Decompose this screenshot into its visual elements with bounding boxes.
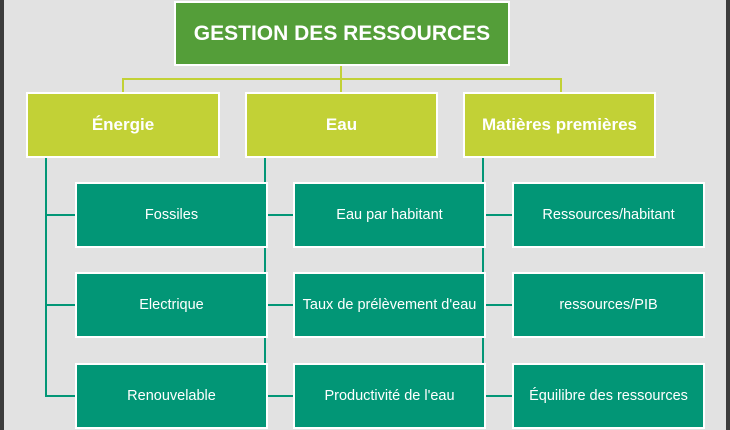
leaf-taux-prelevement-eau: Taux de prélèvement d'eau xyxy=(293,272,486,338)
right-window-edge xyxy=(726,0,730,430)
category-matieres-premieres: Matières premières xyxy=(463,92,656,158)
left-window-edge xyxy=(0,0,4,430)
leaf-ressources-pib: ressources/PIB xyxy=(512,272,705,338)
connector-matieres-item1 xyxy=(482,214,514,216)
leaf-ressources-habitant: Ressources/habitant xyxy=(512,182,705,248)
connector-matieres-item3 xyxy=(482,395,514,397)
category-eau: Eau xyxy=(245,92,438,158)
category-label: Matières premières xyxy=(482,115,637,134)
leaf-label: ressources/PIB xyxy=(559,297,658,313)
connector-cat3-stem xyxy=(560,78,562,93)
leaf-label: Electrique xyxy=(139,297,204,313)
connector-root-horizontal xyxy=(122,78,562,80)
connector-eau-item1 xyxy=(264,214,295,216)
connector-energie-item3 xyxy=(45,395,77,397)
leaf-label: Équilibre des ressources xyxy=(529,388,688,404)
root-title: GESTION DES RESSOURCES xyxy=(193,21,491,45)
connector-energie-item1 xyxy=(45,214,77,216)
connector-eau-item2 xyxy=(264,304,295,306)
leaf-electrique: Electrique xyxy=(75,272,268,338)
leaf-equilibre-ressources: Équilibre des ressources xyxy=(512,363,705,429)
category-energie: Énergie xyxy=(26,92,220,158)
leaf-label: Ressources/habitant xyxy=(542,207,675,223)
leaf-label: Taux de prélèvement d'eau xyxy=(302,297,477,313)
root-node: GESTION DES RESSOURCES xyxy=(174,1,510,66)
category-label: Eau xyxy=(325,115,358,134)
leaf-fossiles: Fossiles xyxy=(75,182,268,248)
leaf-label: Fossiles xyxy=(144,207,199,223)
connector-cat2-stem xyxy=(340,78,342,93)
connector-matieres-item2 xyxy=(482,304,514,306)
leaf-label: Eau par habitant xyxy=(336,207,443,223)
leaf-eau-par-habitant: Eau par habitant xyxy=(293,182,486,248)
connector-root-stem xyxy=(340,65,342,80)
connector-cat1-stem xyxy=(122,78,124,93)
connector-energie-vertical xyxy=(45,157,47,397)
category-label: Énergie xyxy=(91,115,155,134)
connector-energie-item2 xyxy=(45,304,77,306)
leaf-label: Renouvelable xyxy=(127,388,216,404)
leaf-productivite-eau: Productivité de l'eau xyxy=(293,363,486,429)
leaf-renouvelable: Renouvelable xyxy=(75,363,268,429)
leaf-label: Productivité de l'eau xyxy=(324,388,455,404)
connector-eau-item3 xyxy=(264,395,295,397)
